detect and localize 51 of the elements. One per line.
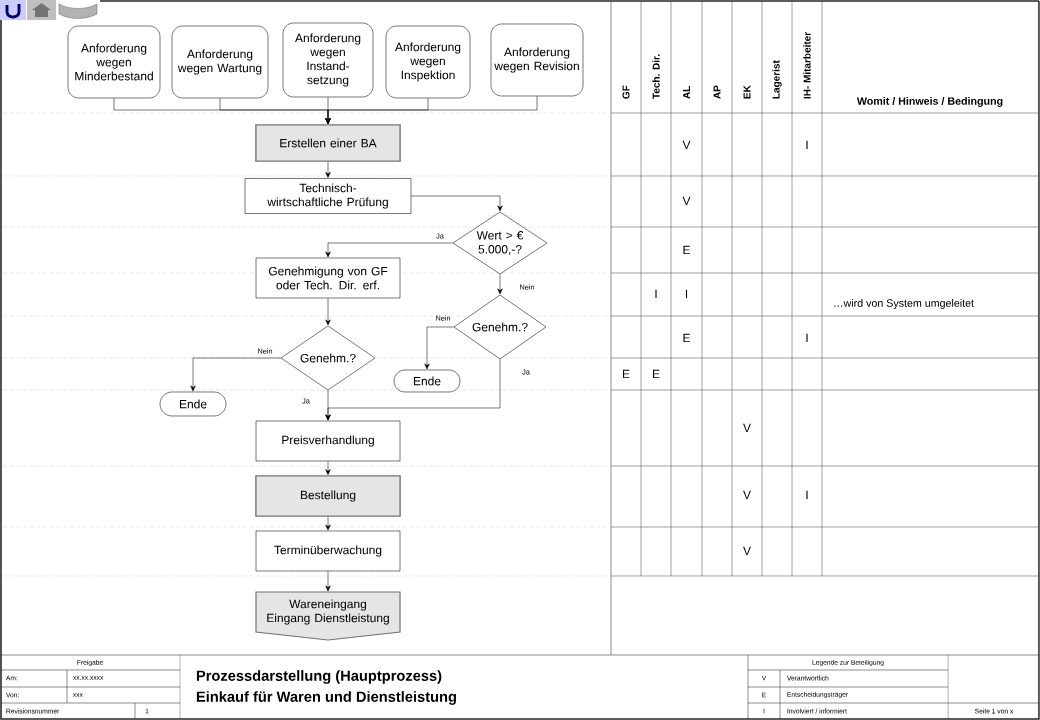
- arrow: [325, 571, 331, 592]
- participation-letter: V: [743, 490, 751, 500]
- column-header: Womit / Hinweis / Bedingung: [856, 97, 1003, 107]
- request-box: Anforderung wegen Inspektion: [385, 25, 471, 99]
- role-header: IH- Mitarbeiter: [803, 32, 811, 99]
- document-title: Prozessdarstellung (Hauptprozess): [196, 670, 442, 684]
- note-text: …wird von System umgeleitet: [834, 299, 974, 309]
- role-header: Tech. Dir.: [652, 54, 660, 99]
- arrow: [325, 516, 331, 531]
- participation-letter: I: [685, 289, 688, 299]
- participation-letter: V: [682, 140, 691, 150]
- participation-letter: E: [623, 369, 630, 379]
- arrow: [325, 96, 538, 124]
- arrow: [424, 326, 454, 370]
- participation-letter: I: [655, 289, 657, 299]
- role-header: Lagerist: [772, 60, 782, 99]
- participation-letter: E: [683, 245, 690, 255]
- process-box: Preisverhandlung: [255, 420, 401, 462]
- arrow: [325, 161, 331, 178]
- arrow: [325, 242, 453, 258]
- participation-letter: I: [806, 140, 808, 150]
- participation-letter: V: [682, 196, 691, 206]
- participation-letter: I: [806, 490, 808, 500]
- process-box: Genehmigung von GF oder Tech. Dir. erf.: [255, 257, 401, 299]
- arrow: [497, 274, 503, 295]
- participation-letter: V: [743, 546, 751, 556]
- role-header: EK: [743, 85, 751, 99]
- process-box: Terminüberwachung: [255, 530, 401, 572]
- participation-letter: E: [683, 333, 690, 343]
- participation-letter: V: [743, 423, 751, 433]
- end-terminal: Ende: [393, 369, 461, 393]
- participation-letter: I: [806, 333, 808, 343]
- process-box: Bestellung: [255, 475, 401, 517]
- end-terminal: Ende: [159, 391, 227, 417]
- request-box: Anforderung wegen Minderbestand: [67, 25, 161, 99]
- arrow: [190, 357, 281, 392]
- arrow: [325, 298, 331, 326]
- arrow: [411, 195, 503, 212]
- arrow: [325, 390, 331, 421]
- offpage-connector: Wareneingang Eingang Dienstleistung: [255, 591, 401, 641]
- role-header: AL: [683, 86, 690, 99]
- role-header: GF: [622, 85, 630, 99]
- process-box: Erstellen einer BA: [255, 124, 401, 162]
- request-box: Anforderung wegen Revision: [490, 23, 584, 97]
- request-box: Anforderung wegen Wartung: [171, 25, 269, 99]
- role-header: AP: [713, 85, 721, 99]
- arrow: [325, 461, 331, 475]
- participation-letter: E: [653, 369, 660, 379]
- request-box: Anforderung wegen Instand- setzung: [282, 22, 374, 98]
- process-box: Technisch- wirtschaftliche Prüfung: [244, 178, 412, 214]
- document-subtitle: Einkauf für Waren und Dienstleistung: [196, 691, 456, 705]
